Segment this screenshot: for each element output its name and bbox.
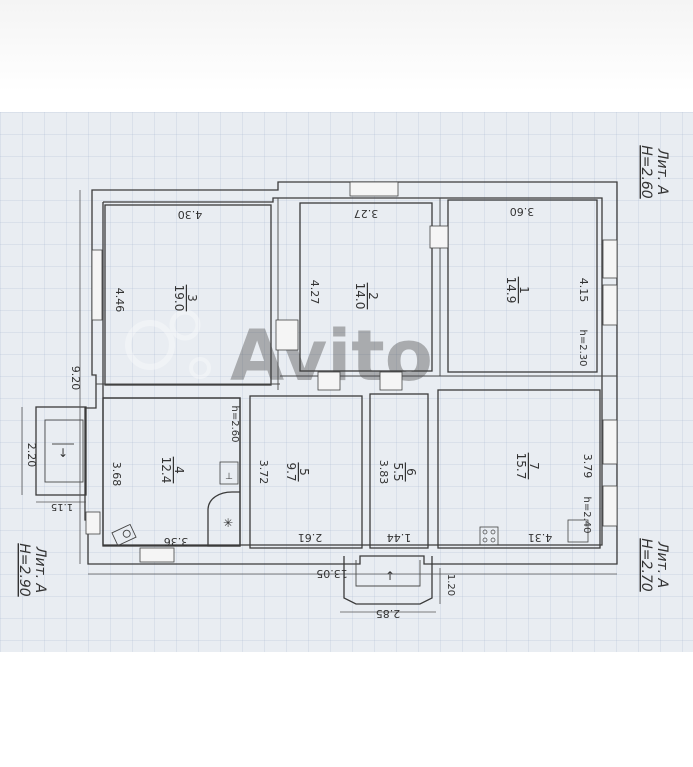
overall-length-label: 13.05 — [316, 567, 348, 580]
arrow-up-icon: ↑ — [385, 569, 395, 583]
walls — [35, 181, 618, 605]
room-2-outline — [299, 202, 433, 372]
asterisk-icon: ✳ — [223, 516, 233, 530]
window-right-room7b — [602, 485, 618, 527]
overall-dimension-labels: 9.20 13.05 2.20 1.15 2.85 1.20 — [25, 366, 456, 620]
room-4-height: h=2.60 — [229, 406, 240, 443]
room-6-outline — [369, 393, 429, 549]
room-1-label: 1 14.9 — [504, 277, 531, 304]
room-5-length: 3.72 — [257, 460, 270, 485]
svg-text:Лит. А: Лит. А — [654, 148, 670, 195]
room-6-length: 3.83 — [377, 460, 390, 485]
svg-text:14.9: 14.9 — [504, 277, 518, 304]
room-2-length: 4.27 — [308, 280, 321, 305]
window-right-room7a — [602, 419, 618, 465]
svg-text:4: 4 — [172, 466, 186, 474]
annex-outline — [35, 406, 87, 496]
svg-text:5.5: 5.5 — [391, 462, 405, 481]
svg-text:Лит. А: Лит. А — [654, 541, 670, 588]
svg-text:H=2.90: H=2.90 — [16, 543, 32, 597]
room-7-length: 3.79 — [581, 454, 594, 479]
room-5-label: 5 9.7 — [284, 462, 311, 481]
porch-inner — [355, 560, 421, 587]
window-right-room1a — [602, 239, 618, 279]
boiler-icon — [111, 523, 137, 547]
annex-inner — [44, 419, 84, 483]
svg-text:Лит. А: Лит. А — [32, 546, 48, 593]
room-4-box — [102, 397, 241, 547]
door-1-corridor — [379, 371, 403, 391]
room-2-width: 3.27 — [354, 207, 379, 220]
room-2-label: 2 14.0 — [353, 283, 380, 310]
window-right-room1b — [602, 284, 618, 326]
litera-top: Лит. А H=2.60 — [638, 145, 670, 199]
window-left-room4 — [85, 511, 101, 535]
room-7-label: 7 15.7 — [514, 453, 541, 480]
svg-text:6: 6 — [404, 468, 418, 476]
svg-text:19.0: 19.0 — [172, 285, 186, 312]
room-5-width: 2.61 — [298, 531, 323, 544]
svg-text:H=2.70: H=2.70 — [638, 538, 654, 592]
window-top-room2 — [349, 181, 399, 197]
room-3-length: 4.46 — [113, 288, 126, 313]
cooker-icon — [479, 526, 499, 546]
svg-text:2: 2 — [366, 292, 380, 300]
svg-text:14.0: 14.0 — [353, 283, 367, 310]
svg-text:5: 5 — [297, 468, 311, 476]
window-bottom-room4 — [139, 547, 175, 563]
svg-text:7: 7 — [527, 462, 541, 470]
room-4-width: 3.36 — [164, 535, 189, 548]
room-7-width: 4.31 — [528, 531, 553, 544]
porch-width-label: 2.85 — [376, 607, 401, 620]
porch-depth-label: 1.20 — [445, 574, 456, 596]
room-1-length: 4.15 — [577, 278, 590, 303]
room-4-length: 3.68 — [110, 462, 123, 487]
svg-text:9.7: 9.7 — [284, 462, 298, 481]
room-6-label: 6 5.5 — [391, 462, 418, 481]
window-left-room3 — [91, 249, 103, 321]
door-2-1 — [429, 225, 449, 249]
svg-text:15.7: 15.7 — [514, 453, 528, 480]
svg-text:3: 3 — [185, 294, 199, 302]
outer-wall-inner — [102, 197, 603, 546]
room-6-width: 1.44 — [387, 531, 412, 544]
room-1-width: 3.60 — [510, 205, 535, 218]
overall-width-label: 9.20 — [69, 366, 82, 391]
room-labels: 1 14.9 3.60 4.15 h=2.30 2 14.0 3.27 4.27… — [110, 205, 594, 548]
svg-text:H=2.60: H=2.60 — [638, 145, 654, 199]
outer-wall-outer — [84, 181, 618, 565]
svg-text:1: 1 — [517, 286, 531, 294]
sink-icon — [567, 519, 589, 543]
room-7-height: h=2.40 — [581, 497, 592, 534]
door-2-corridor — [317, 371, 341, 391]
room-7-outline — [437, 389, 601, 549]
arrow-down-icon: ↓ — [58, 446, 68, 460]
room-5-outline — [249, 395, 363, 549]
windows — [85, 181, 618, 563]
room-3-width: 4.30 — [178, 208, 203, 221]
litera-bottom: Лит. А H=2.70 — [638, 538, 670, 592]
fixtures: ⊥ ✳ ↓ ↑ — [52, 443, 589, 583]
room-1-height: h=2.30 — [577, 330, 588, 367]
svg-text:⊥: ⊥ — [225, 472, 233, 482]
litera-labels: Лит. А H=2.60 Лит. А H=2.90 Лит. А H=2.7… — [16, 145, 670, 597]
room-4-stove — [219, 461, 239, 485]
door-3-2 — [275, 319, 299, 351]
room-1-outline — [447, 199, 598, 373]
svg-text:12.4: 12.4 — [159, 457, 173, 484]
litera-left: Лит. А H=2.90 — [16, 543, 48, 597]
room-4-label: 4 12.4 — [159, 457, 186, 484]
room-3-label: 3 19.0 — [172, 285, 199, 312]
porch-outline — [343, 556, 433, 605]
annex-width-label: 2.20 — [25, 443, 38, 468]
annex-depth-label: 1.15 — [51, 501, 73, 512]
dimension-lines — [21, 190, 617, 613]
room-3-outline — [104, 204, 272, 386]
